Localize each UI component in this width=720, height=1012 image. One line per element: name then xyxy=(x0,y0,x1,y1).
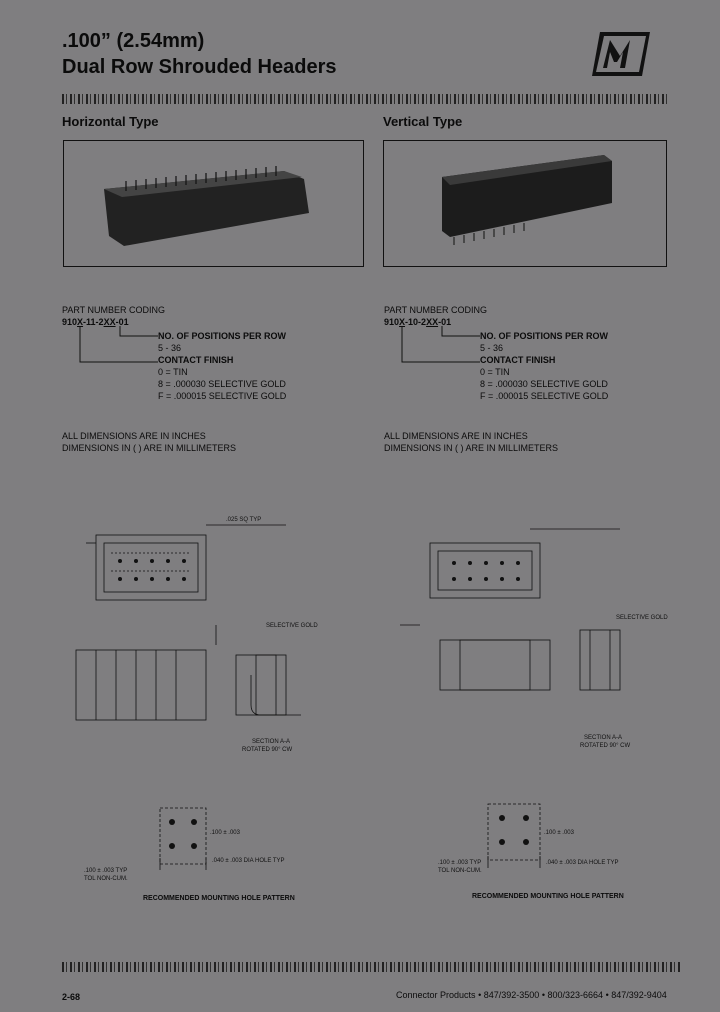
separator: • xyxy=(541,990,545,1000)
part-xx: XX xyxy=(426,317,439,327)
finish-tin: 0 = TIN xyxy=(158,367,188,377)
drawing-dim-label: SELECTIVE GOLD xyxy=(266,623,318,629)
finish-label: CONTACT FINISH xyxy=(480,355,556,365)
vertical-type-heading: Vertical Type xyxy=(383,114,463,129)
vertical-coding-leaders xyxy=(401,326,480,363)
drawing-dim-label: .025 SQ TYP xyxy=(226,517,261,523)
horizontal-section-label: SECTION A-A xyxy=(252,739,290,745)
part-x: X xyxy=(77,317,84,327)
horizontal-type-heading: Horizontal Type xyxy=(62,114,159,129)
dims-mm: DIMENSIONS IN ( ) ARE IN MILLIMETERS xyxy=(384,443,559,453)
finish-gold-30: 8 = .000030 SELECTIVE GOLD xyxy=(480,379,608,389)
coding-title: PART NUMBER CODING xyxy=(62,305,166,315)
vertical-header-photo xyxy=(383,140,667,267)
pitch-typ-label: .100 ± .003 TYP xyxy=(438,860,481,866)
finish-gold-15: F = .000015 SELECTIVE GOLD xyxy=(158,391,287,401)
dims-inches: ALL DIMENSIONS ARE IN INCHES xyxy=(62,431,206,441)
tolerance-label: TOL NON-CUM. xyxy=(84,876,128,882)
vertical-header-image xyxy=(442,155,612,245)
finish-gold-15: F = .000015 SELECTIVE GOLD xyxy=(480,391,609,401)
horizontal-header-image xyxy=(104,166,309,246)
hole-dim-label: .040 ± .003 DIA HOLE TYP xyxy=(546,860,619,866)
m-logo-icon xyxy=(592,32,650,76)
page-title-size: .100” (2.54mm) xyxy=(62,30,205,52)
vertical-dimension-note: ALL DIMENSIONS ARE IN INCHES DIMENSIONS … xyxy=(384,430,558,454)
pitch-typ-label: .100 ± .003 TYP xyxy=(84,868,127,874)
finish-label: CONTACT FINISH xyxy=(158,355,234,365)
pitch-dim-label: .100 ± .003 xyxy=(544,830,575,836)
pitch-dim-label: .100 ± .003 xyxy=(210,830,241,836)
dims-inches: ALL DIMENSIONS ARE IN INCHES xyxy=(384,431,528,441)
vertical-technical-drawing: SELECTIVE GOLD SECTION A-A ROTATED 90° C… xyxy=(400,528,668,749)
drawing-dim-label: SELECTIVE GOLD xyxy=(616,615,668,621)
horizontal-dimension-note: ALL DIMENSIONS ARE IN INCHES DIMENSIONS … xyxy=(62,430,236,454)
part-x: X xyxy=(399,317,406,327)
horizontal-header-photo xyxy=(63,140,364,267)
horizontal-coding-details: NO. OF POSITIONS PER ROW 5 - 36 CONTACT … xyxy=(158,330,286,402)
top-divider-band xyxy=(62,94,670,104)
part-mid: -11-2 xyxy=(83,317,104,327)
horizontal-mounting-caption: RECOMMENDED MOUNTING HOLE PATTERN xyxy=(143,895,295,902)
part-suffix: -01 xyxy=(438,317,452,327)
vertical-section-label: SECTION A-A xyxy=(584,735,622,741)
phone-number: 847/392-3500 xyxy=(483,990,540,1000)
part-prefix: 910 xyxy=(384,317,400,327)
positions-label: NO. OF POSITIONS PER ROW xyxy=(158,331,287,341)
dims-mm: DIMENSIONS IN ( ) ARE IN MILLIMETERS xyxy=(62,443,237,453)
bottom-divider-band xyxy=(62,962,680,972)
finish-gold-30: 8 = .000030 SELECTIVE GOLD xyxy=(158,379,286,389)
positions-range: 5 - 36 xyxy=(480,343,504,353)
page-title: Dual Row Shrouded Headers xyxy=(62,56,337,78)
horizontal-rotated-label: ROTATED 90° CW xyxy=(242,747,293,753)
horizontal-technical-drawing: .025 SQ TYP SELECTIVE GOLD SECTION A-A R… xyxy=(75,517,318,753)
part-mid: -10-2 xyxy=(405,317,427,327)
page-number: 2-68 xyxy=(62,992,81,1002)
vertical-rotated-label: ROTATED 90° CW xyxy=(580,743,631,749)
horizontal-mounting-drawing: .100 ± .003 .100 ± .003 TYP TOL NON-CUM.… xyxy=(84,807,285,882)
vertical-coding-details: NO. OF POSITIONS PER ROW 5 - 36 CONTACT … xyxy=(480,330,608,402)
vertical-mounting-caption: RECOMMENDED MOUNTING HOLE PATTERN xyxy=(472,893,624,900)
horizontal-coding-leaders xyxy=(79,326,158,363)
horizontal-part-coding: PART NUMBER CODING 910X-11-2XX-01 xyxy=(62,304,362,328)
separator: • xyxy=(478,990,482,1000)
part-number-pattern: 910X-10-2XX-01 xyxy=(384,316,684,328)
part-number-pattern: 910X-11-2XX-01 xyxy=(62,316,362,328)
toll-free-number: 800/323-6664 xyxy=(547,990,604,1000)
vertical-mounting-drawing: .100 ± .003 .100 ± .003 TYP TOL NON-CUM.… xyxy=(438,803,619,874)
finish-tin: 0 = TIN xyxy=(480,367,510,377)
positions-range: 5 - 36 xyxy=(158,343,182,353)
hole-dim-label: .040 ± .003 DIA HOLE TYP xyxy=(212,858,285,864)
positions-label: NO. OF POSITIONS PER ROW xyxy=(480,331,609,341)
separator: • xyxy=(605,990,609,1000)
fax-number: 847/392-9404 xyxy=(611,990,667,1000)
vertical-part-coding: PART NUMBER CODING 910X-10-2XX-01 xyxy=(384,304,684,328)
footer-contact: Connector Products • 847/392-3500 • 800/… xyxy=(396,990,667,1000)
part-prefix: 910 xyxy=(62,317,78,327)
tolerance-label: TOL NON-CUM. xyxy=(438,868,482,874)
part-suffix: -01 xyxy=(115,317,129,327)
coding-title: PART NUMBER CODING xyxy=(384,305,488,315)
part-xx: XX xyxy=(103,317,116,327)
company-name: Connector Products xyxy=(396,990,476,1000)
